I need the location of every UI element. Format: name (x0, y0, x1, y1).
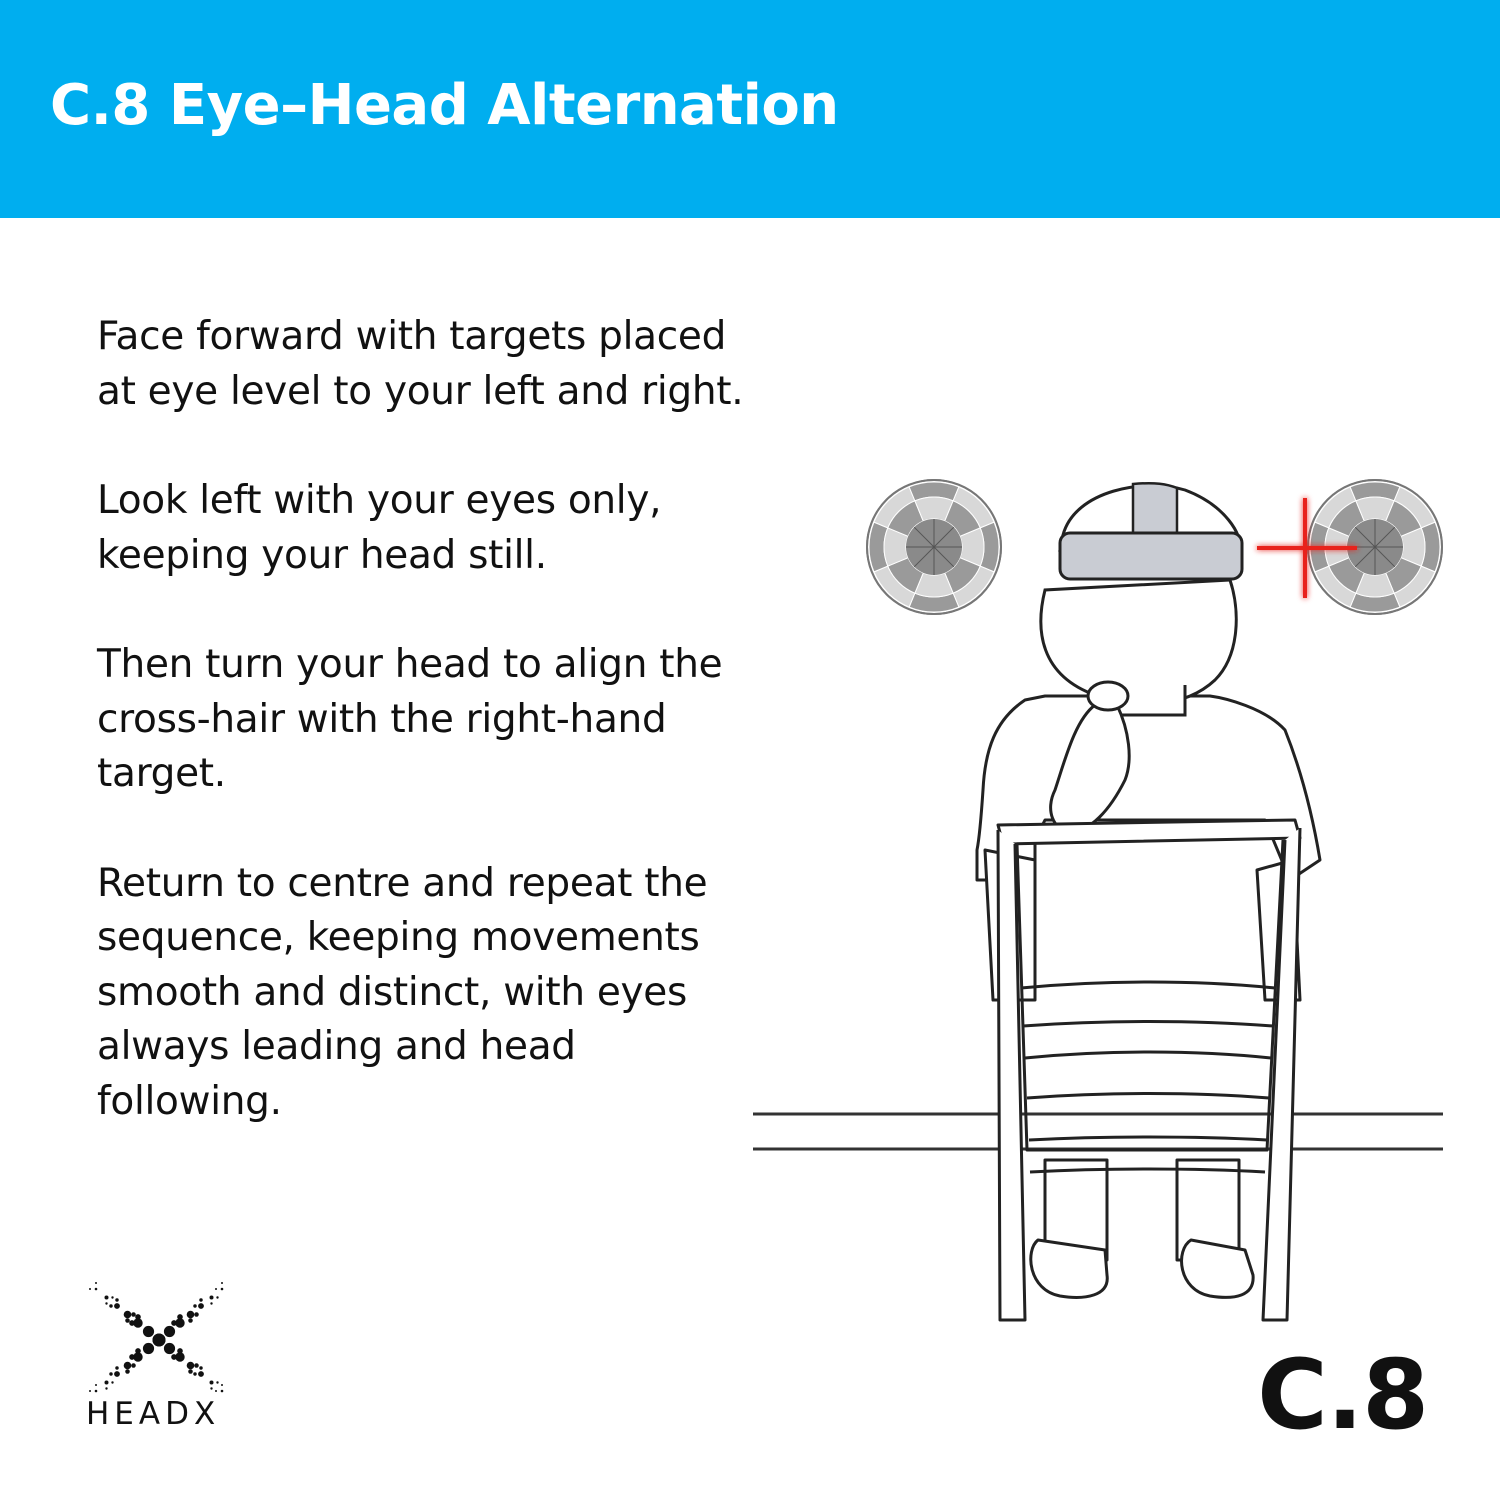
instruction-step: Return to centre and repeat the sequence… (97, 860, 708, 1124)
dotted-x-logo-icon (89, 1282, 224, 1393)
brand-name: HEADX (86, 1396, 221, 1432)
chair (996, 818, 1302, 1322)
crosshair-icon (1257, 498, 1357, 598)
instruction-list: Face forward with targets placed at eye … (97, 310, 757, 1184)
seated-person-illustration (753, 479, 1443, 1322)
helmet-icon (1058, 481, 1244, 581)
header-band: C.8 Eye–Head Alternation (0, 0, 1500, 218)
left-target-icon (866, 479, 1002, 615)
brand-logo (84, 1280, 234, 1440)
page-title: C.8 Eye–Head Alternation (50, 73, 839, 138)
floor-lines (753, 1112, 1443, 1151)
instruction-step: Look left with your eyes only, keeping y… (97, 478, 662, 578)
exercise-illustration (745, 460, 1465, 1340)
instruction-step: Then turn your head to align the cross-h… (97, 642, 723, 796)
instruction-step: Face forward with targets placed at eye … (97, 314, 744, 414)
person-head (1039, 578, 1238, 834)
exercise-code: C.8 (1257, 1339, 1429, 1451)
